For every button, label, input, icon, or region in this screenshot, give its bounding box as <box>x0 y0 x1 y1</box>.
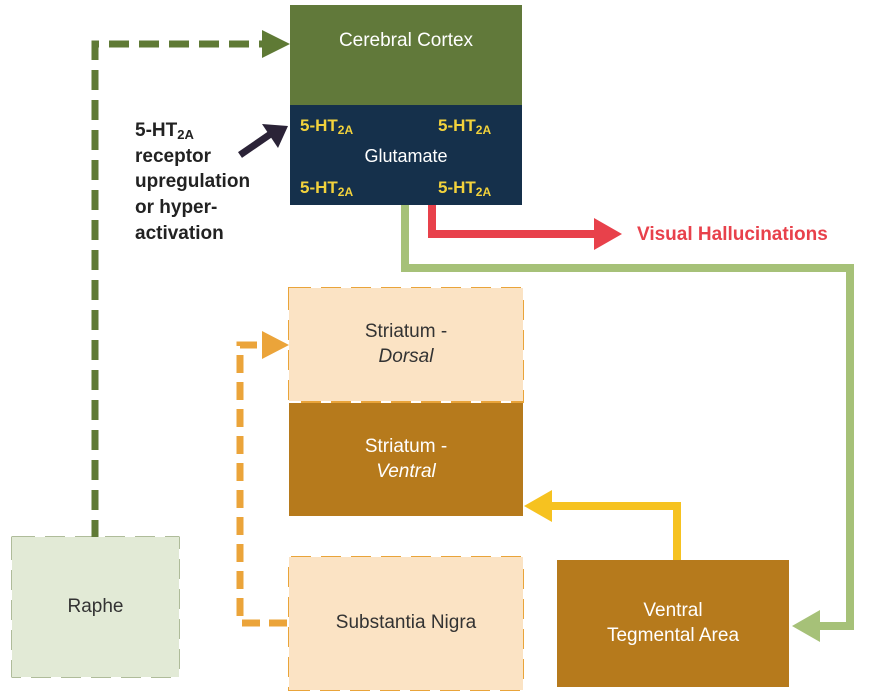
annotation-line-5: activation <box>135 222 224 244</box>
striatum-dorsal-line-1: Striatum - <box>364 320 448 342</box>
striatum-ventral-line-1: Striatum - <box>364 435 448 457</box>
vta-to-ventral-connector <box>550 502 681 560</box>
cerebral-cortex-label: Cerebral Cortex <box>338 30 474 51</box>
vta-to-ventral-arrowhead <box>524 490 552 522</box>
substantia-nigra-box: Substantia Nigra <box>289 557 523 690</box>
annotation-line-2: receptor <box>135 145 212 167</box>
receptor-label-bottom-left: 5-HT2A <box>300 178 354 199</box>
cortex-to-vta-connector <box>401 205 854 630</box>
substantia-nigra-label: Substantia Nigra <box>335 612 477 634</box>
cortex-to-hallucinations-arrowhead <box>594 218 622 250</box>
glutamate-label: Glutamate <box>364 146 448 166</box>
striatum-dorsal-line-2: Dorsal <box>378 345 434 367</box>
annotation-line-4: or hyper- <box>135 196 218 218</box>
receptor-label-top-left: 5-HT2A <box>300 116 354 137</box>
vta-line-1: Ventral <box>643 599 703 621</box>
receptor-label-bottom-right: 5-HT2A <box>438 178 492 199</box>
ventral-tegmental-area-box: Ventral Tegmental Area <box>557 560 789 687</box>
visual-hallucinations-label: Visual Hallucinations <box>637 224 828 245</box>
annotation-line-3: upregulation <box>135 171 251 193</box>
cerebral-cortex-box: Cerebral Cortex <box>290 5 522 105</box>
annotation-arrow-connector <box>238 130 274 158</box>
receptor-annotation: 5-HT2A receptor upregulation or hyper- a… <box>135 118 250 246</box>
cortex-receptor-block: 5-HT2A 5-HT2A Glutamate 5-HT2A 5-HT2A <box>290 105 522 205</box>
raphe-to-cortex-connector <box>91 40 262 540</box>
nigra-to-dorsal-arrowhead <box>262 331 289 359</box>
receptor-label-top-right: 5-HT2A <box>438 116 492 137</box>
striatum-dorsal-box: Striatum - Dorsal <box>289 288 523 401</box>
cortex-to-hallucinations-connector <box>428 205 596 238</box>
nigra-to-dorsal-connector <box>236 341 287 627</box>
striatum-ventral-box: Striatum - Ventral <box>289 403 523 516</box>
raphe-to-cortex-arrowhead <box>262 30 290 58</box>
striatum-ventral-line-2: Ventral <box>376 460 436 482</box>
annotation-line-1: 5-HT2A <box>135 120 194 142</box>
annotation-arrowhead <box>262 124 288 148</box>
raphe-box: Raphe <box>12 537 179 677</box>
raphe-label: Raphe <box>67 595 124 617</box>
vta-line-2: Tegmental Area <box>606 624 740 646</box>
cortex-to-vta-arrowhead <box>792 610 820 642</box>
